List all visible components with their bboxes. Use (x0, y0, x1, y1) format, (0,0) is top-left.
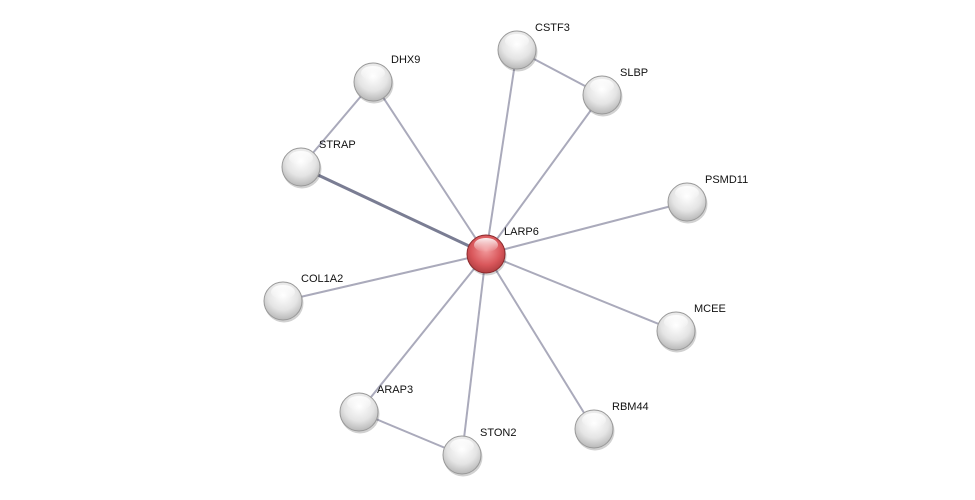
node-strap[interactable]: STRAP (281, 139, 356, 189)
node-label: STRAP (319, 139, 356, 151)
edge-larp6-dhx9[interactable] (372, 81, 487, 255)
node-ston2[interactable]: STON2 (442, 427, 516, 477)
node-label: STON2 (480, 427, 516, 439)
node-label: MCEE (694, 303, 726, 315)
node-label: COL1A2 (301, 273, 343, 285)
node-larp6[interactable]: LARP6 (466, 226, 539, 276)
node-label: CSTF3 (535, 22, 570, 34)
node-label: PSMD11 (705, 174, 748, 186)
edge-larp6-psmd11[interactable] (485, 201, 688, 255)
edge-larp6-ston2[interactable] (461, 253, 487, 456)
node-mcee[interactable]: MCEE (656, 303, 726, 353)
node-slbp[interactable]: SLBP (582, 67, 648, 117)
node-label: RBM44 (612, 401, 649, 413)
node-label: ARAP3 (377, 384, 413, 396)
node-rbm44[interactable]: RBM44 (574, 401, 649, 451)
node-arap3[interactable]: ARAP3 (339, 384, 413, 434)
node-dhx9[interactable]: DHX9 (353, 54, 420, 104)
edge-larp6-cstf3[interactable] (485, 49, 518, 255)
edge-larp6-col1a2[interactable] (282, 253, 487, 302)
node-label: LARP6 (504, 226, 539, 238)
node-label: DHX9 (391, 54, 420, 66)
node-psmd11[interactable]: PSMD11 (667, 174, 748, 224)
node-label: SLBP (620, 67, 648, 79)
edge-larp6-mcee[interactable] (485, 253, 677, 332)
edge-larp6-rbm44[interactable] (485, 253, 595, 430)
edge-larp6-arap3[interactable] (358, 253, 487, 413)
node-cstf3[interactable]: CSTF3 (497, 22, 570, 72)
edge-larp6-strap[interactable] (300, 165, 487, 256)
edge-larp6-slbp[interactable] (485, 94, 603, 255)
node-col1a2[interactable]: COL1A2 (263, 273, 343, 323)
